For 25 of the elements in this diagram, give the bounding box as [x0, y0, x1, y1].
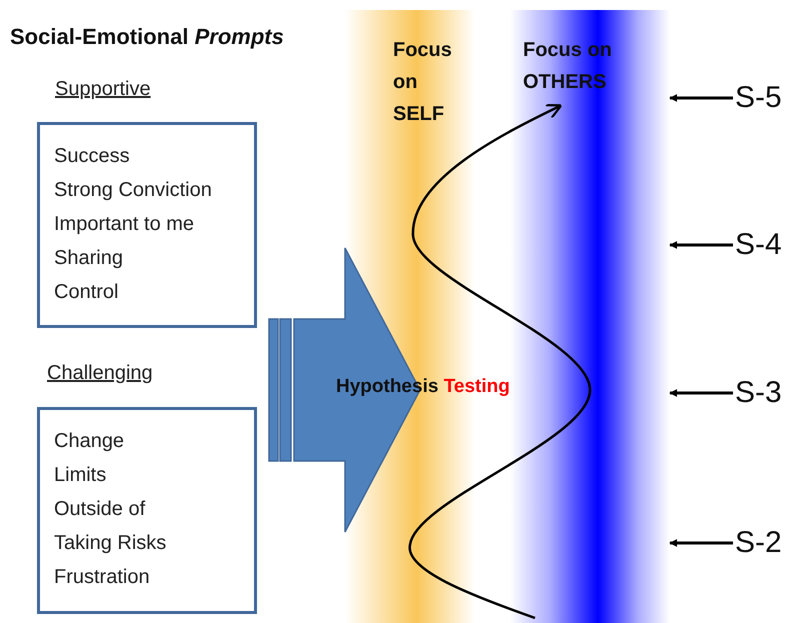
stage-label: S-3: [735, 375, 782, 411]
list-item: Strong Conviction: [54, 178, 213, 203]
list-item: Change: [54, 429, 126, 454]
list-item: Frustration: [54, 565, 151, 590]
stage-label: S-5: [735, 80, 782, 116]
block-arrow: [268, 247, 421, 533]
stage-label: S-2: [735, 525, 782, 561]
band-label: Focus on SELF: [393, 38, 453, 127]
band-label: Focus on OTHERS: [523, 38, 613, 95]
arrow: [669, 241, 733, 249]
list-item: Outside of: [54, 497, 146, 522]
list-item: Success: [54, 144, 131, 169]
arrow: [669, 539, 733, 547]
list-item: Important to me: [54, 212, 196, 237]
list-item: Limits: [54, 463, 108, 488]
list-item: Control: [54, 280, 120, 305]
list-item: Sharing: [54, 246, 124, 271]
stage-label: S-4: [735, 227, 782, 263]
arrow: [669, 389, 733, 397]
section-heading: Supportive: [55, 78, 151, 101]
section-heading: Challenging: [47, 362, 153, 385]
title: Social-Emotional Prompts: [10, 24, 284, 50]
arrow-caption: Testing: [444, 376, 510, 397]
list-item: Taking Risks: [54, 531, 168, 556]
arrow: [669, 94, 733, 102]
